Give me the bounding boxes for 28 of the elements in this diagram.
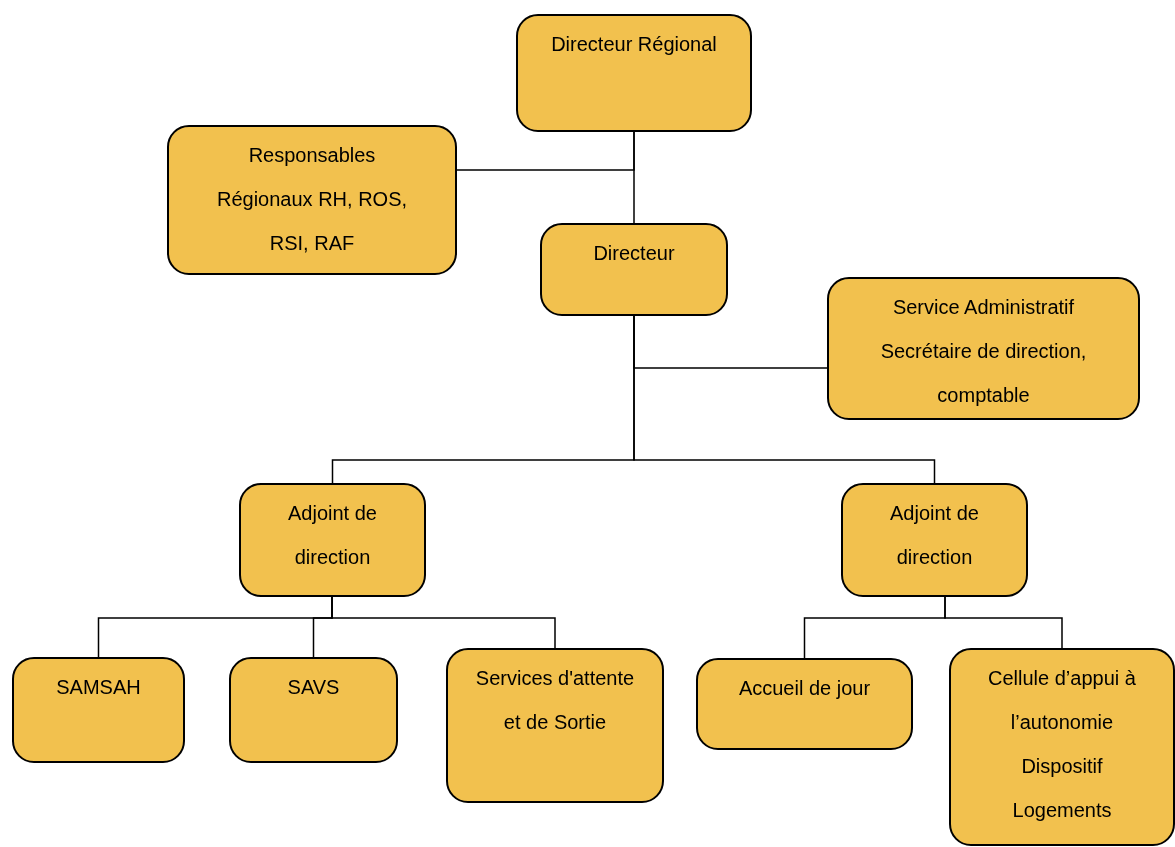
box-label: Secrétaire de direction, comptable bbox=[879, 339, 1088, 408]
org-box bbox=[229, 657, 398, 763]
box-label: Cellule d’appui à l’autonomie bbox=[987, 666, 1137, 735]
org-box bbox=[827, 277, 1140, 420]
box-label: SAVS bbox=[287, 675, 340, 700]
box-label: Service Administratif bbox=[892, 295, 1075, 320]
box-label: Dispositif Logements bbox=[1011, 754, 1113, 823]
box-label: Responsables Régionaux RH, ROS, RSI, RAF bbox=[215, 143, 409, 256]
org-box bbox=[949, 648, 1175, 846]
box-label: Services d'attente et de Sortie bbox=[474, 666, 636, 735]
box-label: Directeur bbox=[593, 241, 675, 266]
org-box bbox=[239, 483, 426, 597]
box-label: SAMSAH bbox=[56, 675, 141, 700]
connector-line bbox=[456, 131, 635, 171]
org-box bbox=[516, 14, 752, 132]
connector-line bbox=[331, 596, 556, 649]
org-box bbox=[167, 125, 457, 275]
connector-line bbox=[944, 596, 1063, 649]
org-box bbox=[696, 658, 913, 750]
org-box bbox=[540, 223, 728, 316]
box-label: Accueil de jour bbox=[738, 676, 871, 701]
box-label: Adjoint de direction bbox=[889, 501, 980, 570]
org-box bbox=[841, 483, 1028, 597]
box-label: Adjoint de direction bbox=[287, 501, 378, 570]
org-box bbox=[12, 657, 185, 763]
org-box bbox=[446, 648, 664, 803]
connector-line bbox=[633, 315, 936, 484]
box-label: Directeur Régional bbox=[551, 32, 717, 57]
